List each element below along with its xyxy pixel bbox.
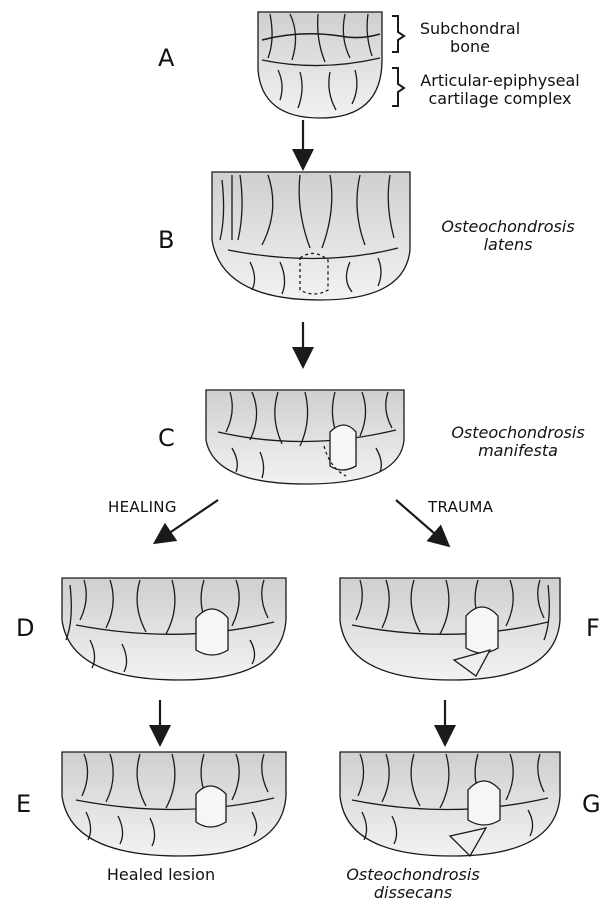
panel-a-illustration [258,12,382,118]
label-cartilage-complex: Articular-epiphyseal cartilage complex [410,72,590,108]
label-subchondral-bone: Subchondral bone [410,20,530,56]
panel-d-illustration [62,578,286,680]
caption-c-line1: Osteochondrosis [448,424,588,442]
panel-label-e: E [16,790,31,818]
panel-c-illustration [206,390,404,484]
caption-c: Osteochondrosis manifesta [448,424,588,460]
branch-label-healing: HEALING [108,498,177,516]
panel-b-illustration [212,172,410,300]
caption-b-line2: latens [438,236,578,254]
caption-c-line2: manifesta [448,442,588,460]
caption-g-line2: dissecans [338,884,488,902]
caption-b: Osteochondrosis latens [438,218,578,254]
panel-label-g: G [582,790,601,818]
caption-e: Healed lesion [86,866,236,884]
panel-f-illustration [340,578,560,680]
caption-g: Osteochondrosis dissecans [338,866,488,902]
panel-label-c: C [158,424,175,452]
panel-label-b: B [158,226,174,254]
panel-e-illustration [62,752,286,856]
caption-b-line1: Osteochondrosis [438,218,578,236]
caption-g-line1: Osteochondrosis [338,866,488,884]
panel-label-a: A [158,44,174,72]
panel-label-f: F [586,614,600,642]
panel-a-brackets [392,16,404,106]
branch-label-trauma: TRAUMA [428,498,493,516]
panel-g-illustration [340,752,560,856]
panel-label-d: D [16,614,34,642]
